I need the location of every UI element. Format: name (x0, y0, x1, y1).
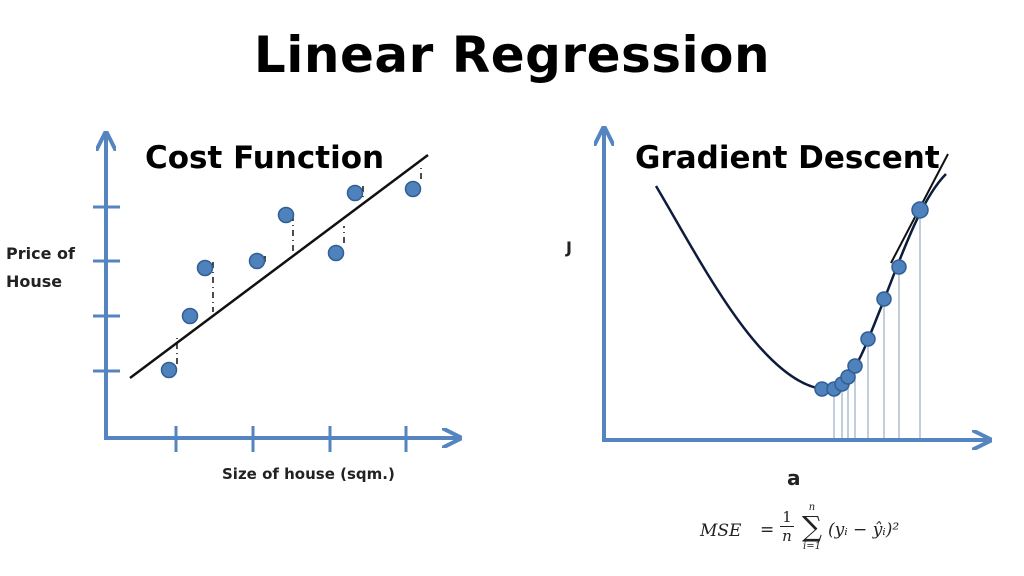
x-axis (104, 426, 458, 452)
residual-lines (176, 166, 422, 364)
formula-equals: = (760, 520, 775, 540)
formula-body: (yᵢ − ŷᵢ)² (828, 520, 900, 540)
sigma-icon: ∑ (802, 510, 822, 543)
sum-upper-limit: n (808, 502, 816, 513)
sum-lower-limit: i=1 (803, 541, 821, 552)
summation: n ∑ i=1 (798, 503, 826, 553)
regression-line (129, 153, 429, 380)
a-axis-label: a (787, 466, 801, 490)
formula-numerator: 1 (782, 508, 792, 526)
formula-lhs: MSE (700, 521, 742, 541)
y-axis-label-line2: House (6, 272, 62, 291)
j-axis-label: J (565, 238, 572, 257)
gradient-descent-chart: Gradient Descent J a (565, 130, 988, 490)
y-axis (93, 135, 120, 438)
formula-denominator: n (782, 527, 792, 545)
main-title: Linear Regression (253, 26, 771, 84)
gradient-descent-title: Gradient Descent (635, 140, 940, 176)
fraction-bar (780, 526, 794, 527)
mse-formula: MSE = 1 n n ∑ i=1 (yᵢ − ŷᵢ)² (700, 503, 920, 563)
x-axis-label: Size of house (sqm.) (222, 465, 395, 483)
cost-function-chart: Cost Function Price of House Size of hou… (6, 135, 458, 483)
data-points (160, 180, 422, 379)
cost-curve (654, 173, 947, 391)
descent-steps (814, 201, 929, 397)
formula-fraction: 1 n (780, 509, 794, 544)
cost-function-title: Cost Function (145, 140, 384, 176)
y-axis-label-line1: Price of (6, 244, 76, 263)
